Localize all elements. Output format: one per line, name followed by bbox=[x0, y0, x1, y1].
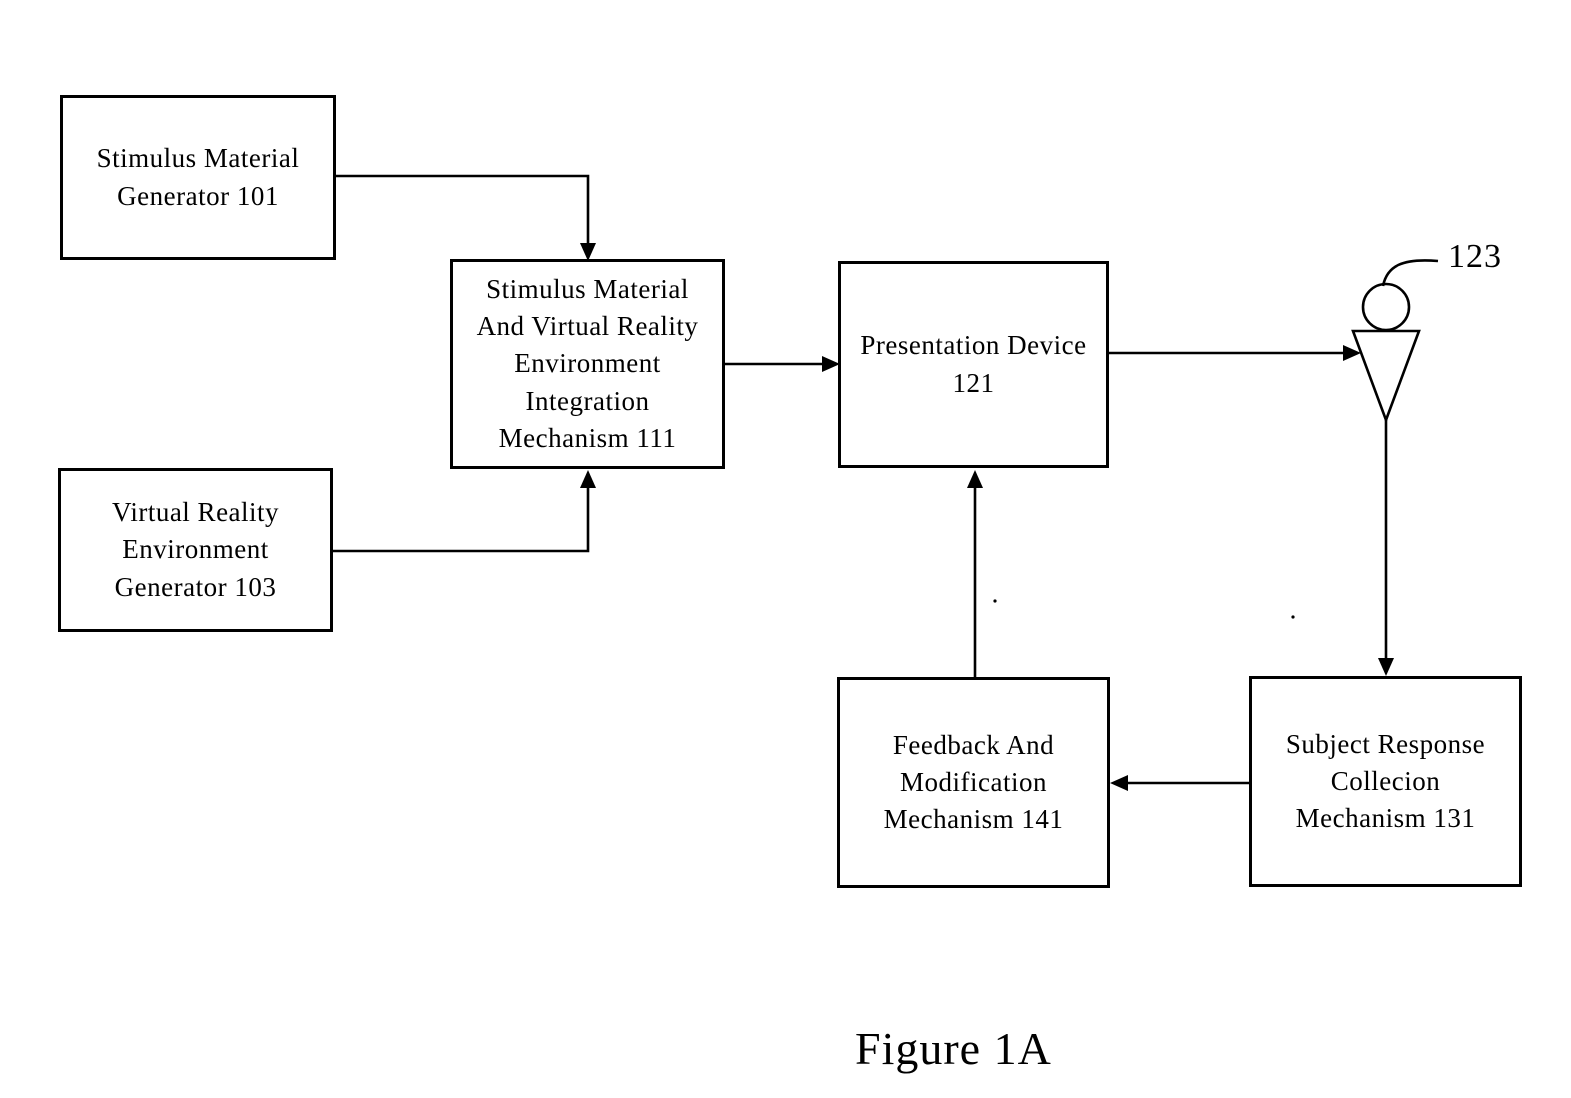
speckle-dot bbox=[993, 599, 997, 603]
box-103-label: Virtual Reality Environment Generator 10… bbox=[111, 497, 280, 602]
box-121-label: Presentation Device 121 bbox=[860, 330, 1087, 398]
box-presentation-device-121: Presentation Device 121 bbox=[838, 261, 1109, 468]
arrowhead-down-into-111 bbox=[580, 243, 596, 261]
label-123-leader-line bbox=[1381, 259, 1439, 287]
arrowhead-right-into-subject bbox=[1343, 345, 1361, 361]
arrowhead-right-into-121 bbox=[822, 356, 840, 372]
box-141-label: Feedback And Modification Mechanism 141 bbox=[883, 729, 1064, 835]
connector-101-to-111 bbox=[336, 174, 590, 245]
box-feedback-modification-mechanism-141: Feedback And Modification Mechanism 141 bbox=[837, 677, 1110, 888]
arrowhead-up-into-121 bbox=[967, 470, 983, 488]
arrowhead-down-into-131 bbox=[1378, 658, 1394, 676]
person-head-icon bbox=[1361, 282, 1411, 332]
box-subject-response-collection-mechanism-131: Subject Response Collecion Mechanism 131 bbox=[1249, 676, 1522, 887]
box-111-label: Stimulus Material And Virtual Reality En… bbox=[476, 273, 699, 453]
person-body-icon bbox=[1351, 329, 1421, 424]
speckle-dot bbox=[1291, 615, 1295, 619]
subject-ref-label-123: 123 bbox=[1448, 238, 1502, 275]
box-virtual-reality-environment-generator-103: Virtual Reality Environment Generator 10… bbox=[58, 468, 333, 632]
box-stimulus-material-generator-101: Stimulus Material Generator 101 bbox=[60, 95, 336, 260]
box-131-label: Subject Response Collecion Mechanism 131 bbox=[1285, 728, 1486, 834]
arrowhead-up-into-111 bbox=[580, 470, 596, 488]
box-101-label: Stimulus Material Generator 101 bbox=[96, 143, 300, 211]
figure-caption: Figure 1A bbox=[855, 1023, 1052, 1074]
connector-103-to-111 bbox=[333, 486, 590, 553]
box-integration-mechanism-111: Stimulus Material And Virtual Reality En… bbox=[450, 259, 725, 469]
arrowhead-left-into-141 bbox=[1110, 775, 1128, 791]
